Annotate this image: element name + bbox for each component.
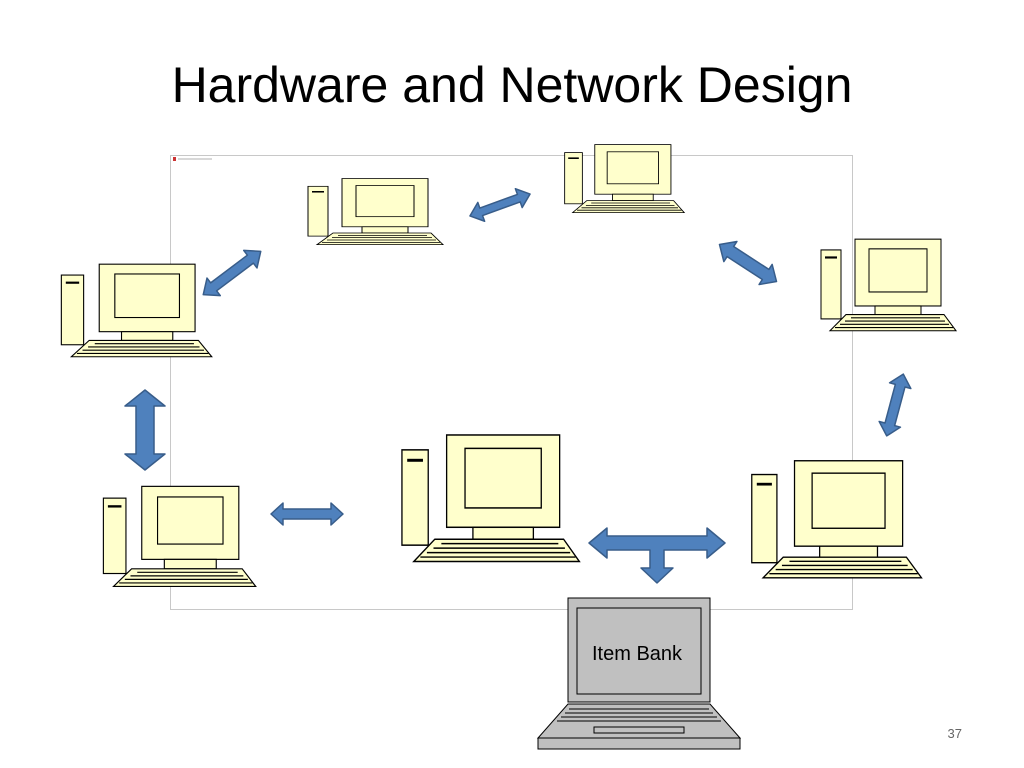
double-arrow-icon [469,188,531,222]
desktop-computer-icon [748,458,924,582]
item-bank-label: Item Bank [592,643,683,665]
desktop-computer-icon [562,143,686,215]
slide-title: Hardware and Network Design [171,57,853,113]
double-arrow-icon [718,240,778,286]
desktop-computer-icon [398,432,582,566]
network-frame [170,155,853,610]
tee-arrow-icon [588,527,726,584]
frame-placeholder-mark [173,157,212,161]
double-arrow-icon [878,373,912,437]
slide-page-number: 37 [947,726,962,741]
double-arrow-icon [270,502,344,526]
desktop-computer-icon [58,262,214,360]
desktop-computer-icon [305,177,445,247]
desktop-computer-icon [818,237,958,334]
item-bank-laptop: Item Bank [536,596,742,752]
laptop-icon [536,597,742,750]
double-arrow-icon [202,249,262,297]
double-arrow-icon [124,389,166,471]
desktop-computer-icon [100,484,258,590]
